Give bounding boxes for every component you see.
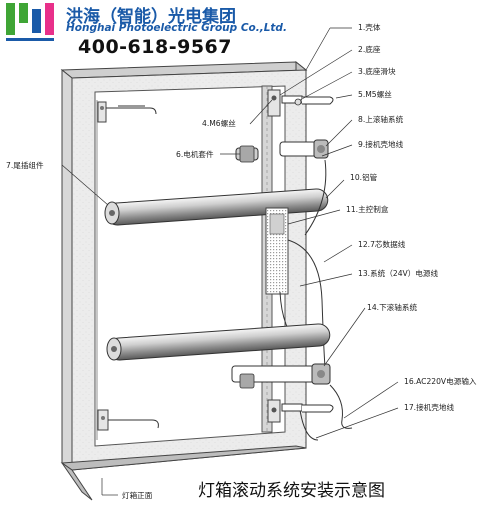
label-main-control-box: 11.主控制盒 <box>346 204 389 214</box>
diagram-caption: 灯箱滚动系统安装示意图 <box>198 481 385 501</box>
label-data-cable: 12.7芯数据线 <box>358 239 406 249</box>
upper-roller <box>104 188 329 226</box>
main-control-box <box>265 207 289 295</box>
label-lower-roller: 14.下滚轴系统 <box>367 302 417 312</box>
label-lightbox-front: 灯箱正面 <box>122 490 153 500</box>
label-upper-roller: 8.上滚轴系统 <box>358 114 404 124</box>
label-chassis-ground-2: 17.接机壳地线 <box>404 402 454 412</box>
motor-kit-bottom <box>231 363 331 389</box>
label-m5-screw: 5.M5螺丝 <box>358 89 392 99</box>
company-logo <box>6 3 54 41</box>
phone-number: 400-618-9567 <box>78 36 232 58</box>
leader-lines <box>61 27 399 496</box>
top-left-bracket <box>97 101 157 123</box>
label-m6-screw: 4.M6螺丝 <box>202 118 236 128</box>
label-ac220v-input: 16.AC220V电源输入 <box>404 376 477 386</box>
label-base: 2.底座 <box>358 44 381 54</box>
label-motor-kit: 6.电机套件 <box>176 149 214 159</box>
top-right-bracket <box>267 89 334 117</box>
label-power-cable-24v: 13.系统（24V）电源线 <box>358 268 438 278</box>
company-name-cn: 洪海（智能）光电集团 <box>66 7 236 27</box>
component-labels: 1.壳体 2.底座 3.底座滑块 5.M5螺丝 4.M6螺丝 8.上滚轴系统 6… <box>6 22 477 500</box>
lower-roller <box>106 323 331 361</box>
label-tail-plug: 7.尾插组件 <box>6 160 44 170</box>
label-chassis-ground-1: 9.接机壳地线 <box>358 139 404 149</box>
label-base-slider: 3.底座滑块 <box>358 66 396 76</box>
label-aluminum-tube: 10.铝管 <box>350 172 378 182</box>
company-name-en: Honghai Photoelectric Group Co.,Ltd. <box>66 22 287 34</box>
label-shell: 1.壳体 <box>358 22 381 32</box>
cables <box>279 159 353 441</box>
bottom-brackets <box>97 399 334 431</box>
